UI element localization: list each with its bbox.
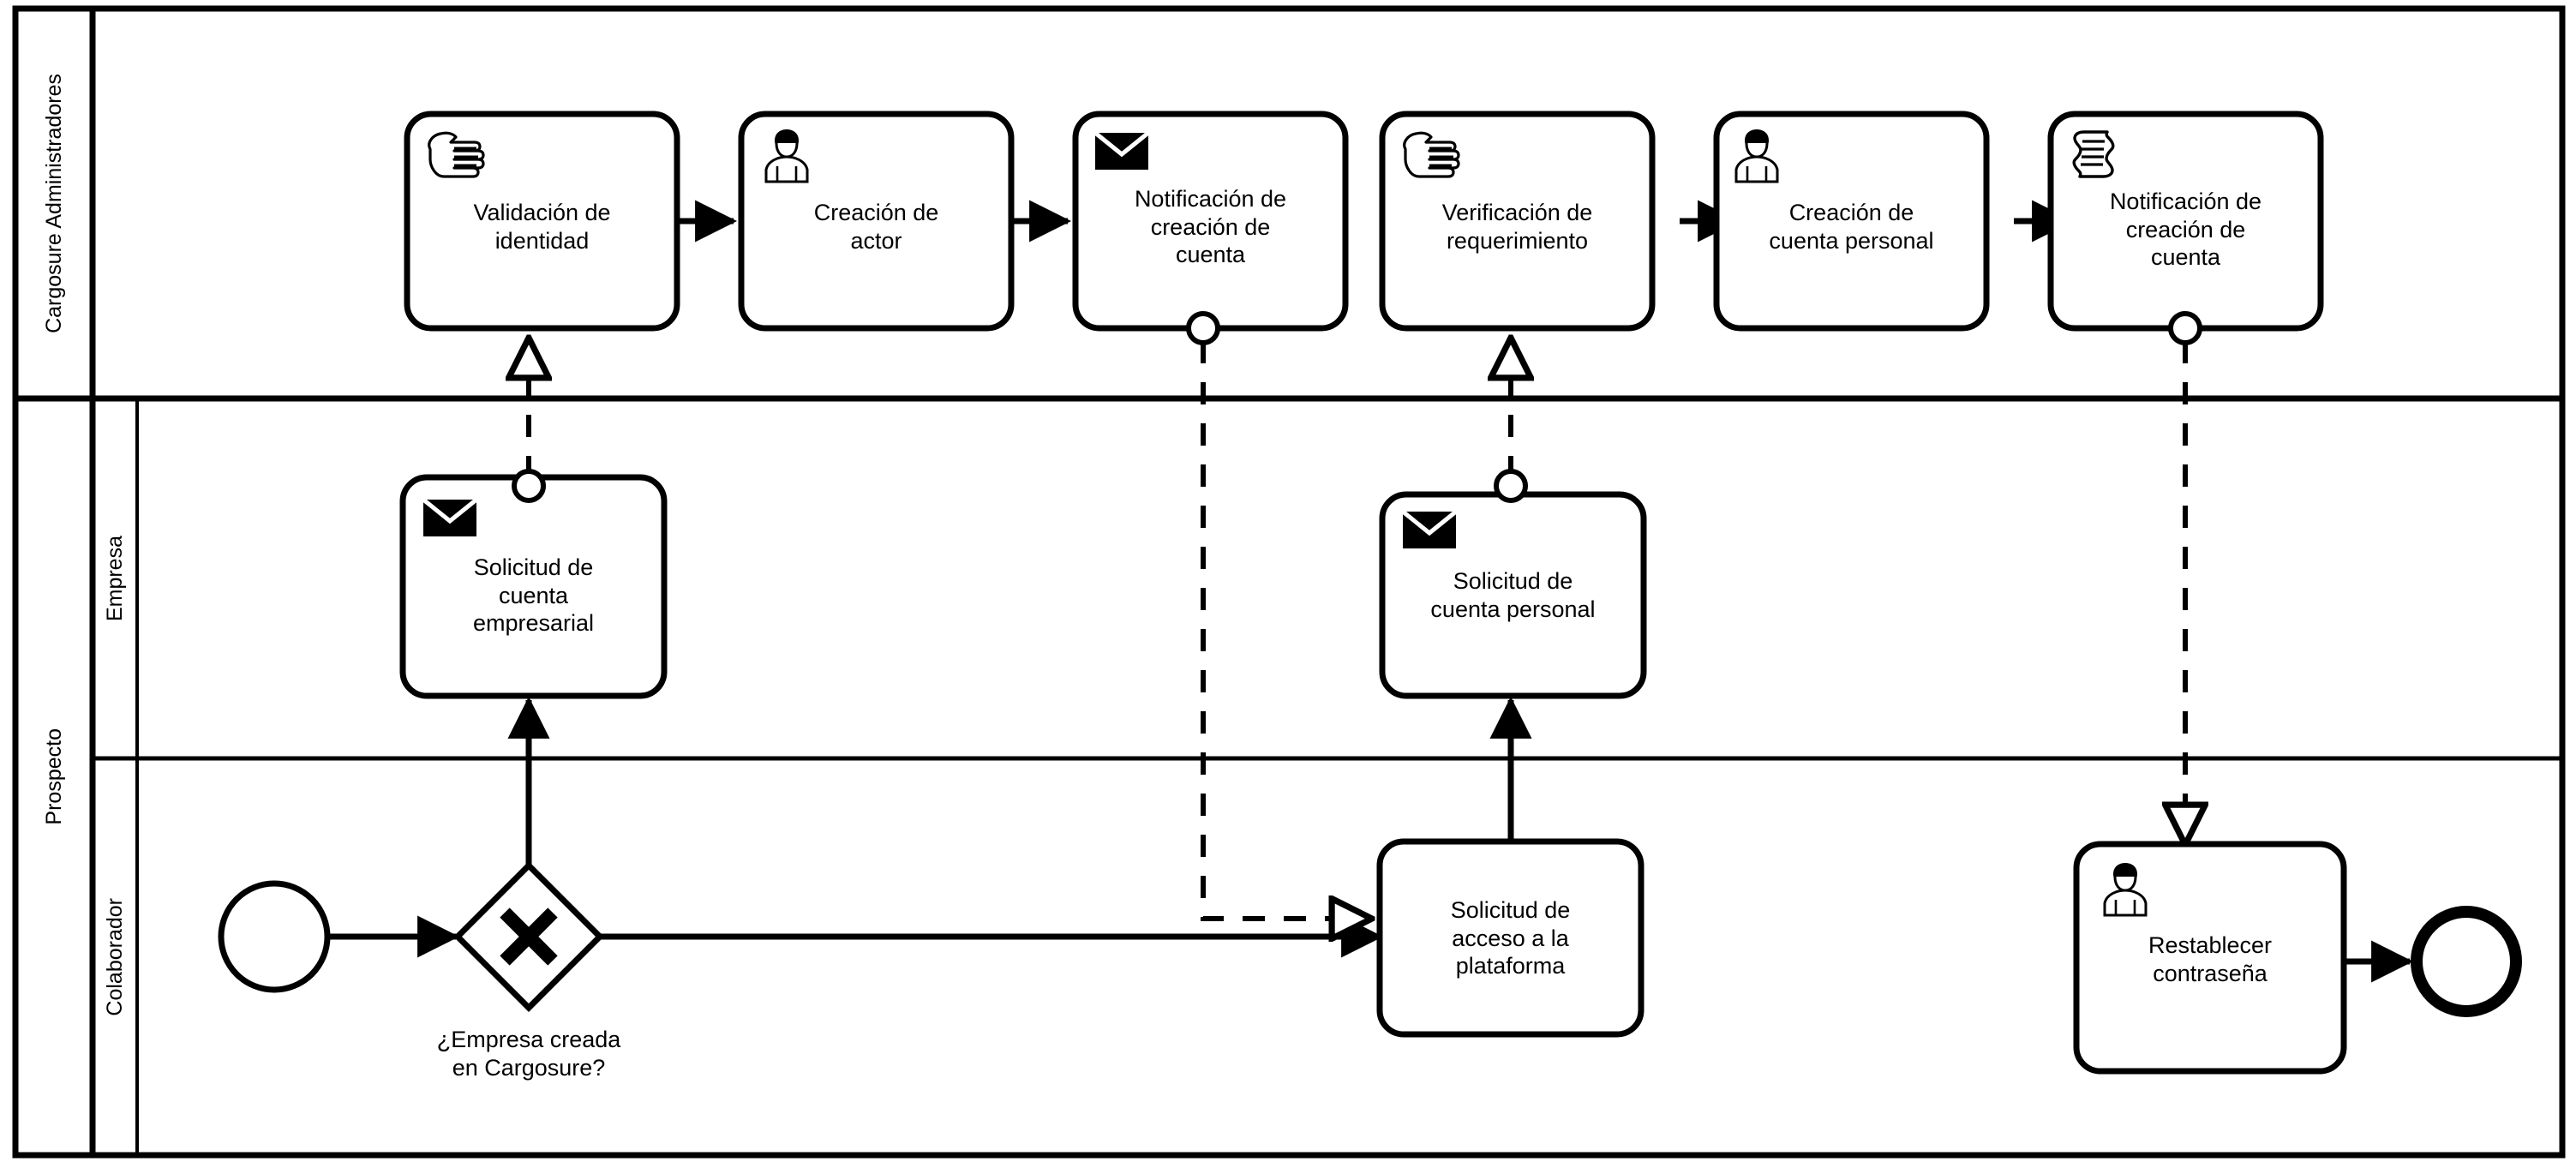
manual-task-hand-icon — [1403, 131, 1460, 178]
script-task-scroll-icon — [2072, 130, 2115, 178]
manual-task-hand-icon — [428, 131, 485, 178]
task-creacion-actor[interactable] — [738, 111, 1015, 332]
user-task-person-icon — [764, 129, 809, 183]
gateway-empresa-creada[interactable] — [453, 861, 604, 1012]
task-creacion-cuenta-personal[interactable] — [1713, 111, 1990, 332]
end-event[interactable] — [2411, 906, 2522, 1017]
task-solicitud-acceso-plataforma[interactable] — [1376, 838, 1644, 1038]
user-task-person-icon — [1734, 129, 1779, 183]
attached-boundary-event-icon — [2168, 311, 2202, 345]
task-solicitud-cuenta-personal[interactable] — [1379, 469, 1647, 699]
send-task-envelope-icon — [1093, 131, 1150, 170]
message-flows — [529, 338, 2185, 919]
attached-boundary-event-icon — [1494, 469, 1528, 503]
sequence-flows-prospecto — [330, 696, 2414, 983]
send-task-envelope-icon — [422, 498, 478, 536]
attached-boundary-event-icon — [512, 469, 546, 503]
exclusive-gateway-x-icon — [500, 907, 558, 966]
start-event[interactable] — [218, 880, 331, 993]
user-task-person-icon — [2103, 863, 2148, 917]
attached-boundary-event-icon — [1186, 311, 1220, 345]
task-notificacion-creacion-cuenta-2[interactable] — [2047, 111, 2324, 345]
send-task-envelope-icon — [1401, 510, 1458, 548]
